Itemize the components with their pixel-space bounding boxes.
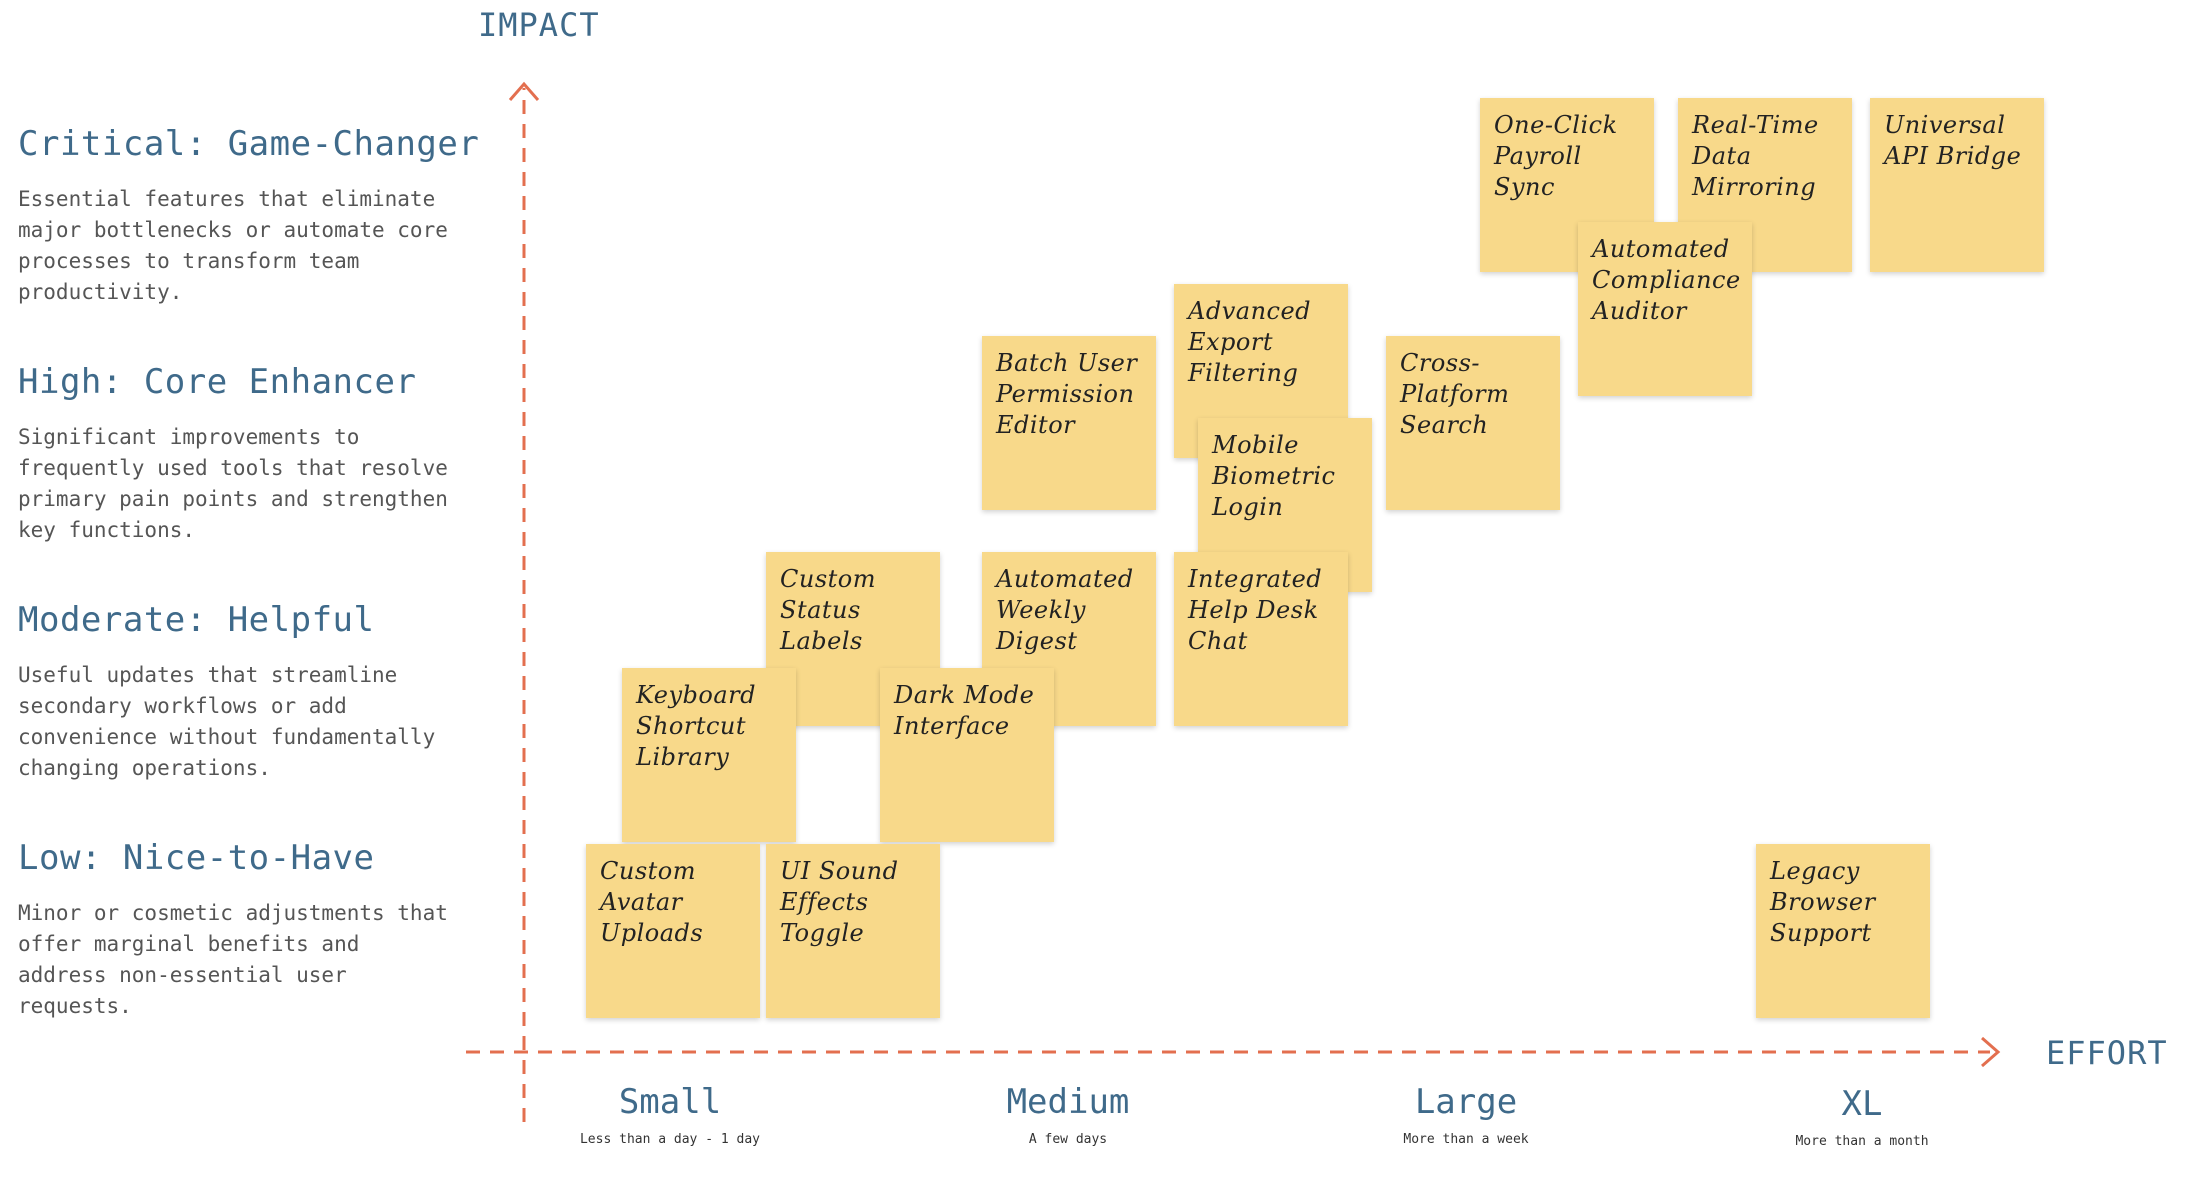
- sticky-note[interactable]: Keyboard Shortcut Library: [622, 668, 796, 842]
- effort-level-medium: Medium A few days: [1006, 1082, 1130, 1147]
- impact-level-low: Low: Nice-to-Have Minor or cosmetic adju…: [18, 838, 458, 1022]
- sticky-note[interactable]: Universal API Bridge: [1870, 98, 2044, 272]
- sticky-note[interactable]: Dark Mode Interface: [880, 668, 1054, 842]
- impact-level-description: Minor or cosmetic adjustments that offer…: [18, 901, 448, 1018]
- sticky-note[interactable]: Cross- Platform Search: [1386, 336, 1560, 510]
- impact-level-description: Useful updates that streamline secondary…: [18, 663, 436, 780]
- effort-level-small: Small Less than a day - 1 day: [579, 1082, 760, 1147]
- impact-level-moderate: Moderate: Helpful Useful updates that st…: [18, 600, 458, 784]
- impact-level-high: High: Core Enhancer Significant improvem…: [18, 362, 458, 546]
- sticky-note[interactable]: Legacy Browser Support: [1756, 844, 1930, 1018]
- sticky-note[interactable]: Custom Avatar Uploads: [586, 844, 760, 1018]
- effort-axis-arrowhead: [1981, 1036, 2001, 1068]
- effort-level-large: Large More than a week: [1403, 1082, 1529, 1147]
- effort-level-xl: XL More than a month: [1795, 1084, 1929, 1149]
- sticky-note[interactable]: Integrated Help Desk Chat: [1174, 552, 1348, 726]
- impact-axis-arrowhead: [508, 81, 540, 101]
- impact-level-title: Moderate: Helpful: [18, 600, 375, 640]
- impact-level-title: High: Core Enhancer: [18, 362, 417, 402]
- sticky-note[interactable]: UI Sound Effects Toggle: [766, 844, 940, 1018]
- impact-level-title: Low: Nice-to-Have: [18, 838, 375, 878]
- effort-axis-title: EFFORT: [2046, 1034, 2168, 1072]
- impact-level-title: Critical: Game-Changer: [18, 124, 480, 164]
- impact-level-description: Significant improvements to frequently u…: [18, 425, 448, 542]
- sticky-note[interactable]: Automated Compliance Auditor: [1578, 222, 1752, 396]
- impact-level-critical: Critical: Game-Changer Essential feature…: [18, 124, 480, 308]
- sticky-note[interactable]: Batch User Permission Editor: [982, 336, 1156, 510]
- impact-axis-title: IMPACT: [478, 6, 600, 44]
- impact-level-description: Essential features that eliminate major …: [18, 187, 448, 304]
